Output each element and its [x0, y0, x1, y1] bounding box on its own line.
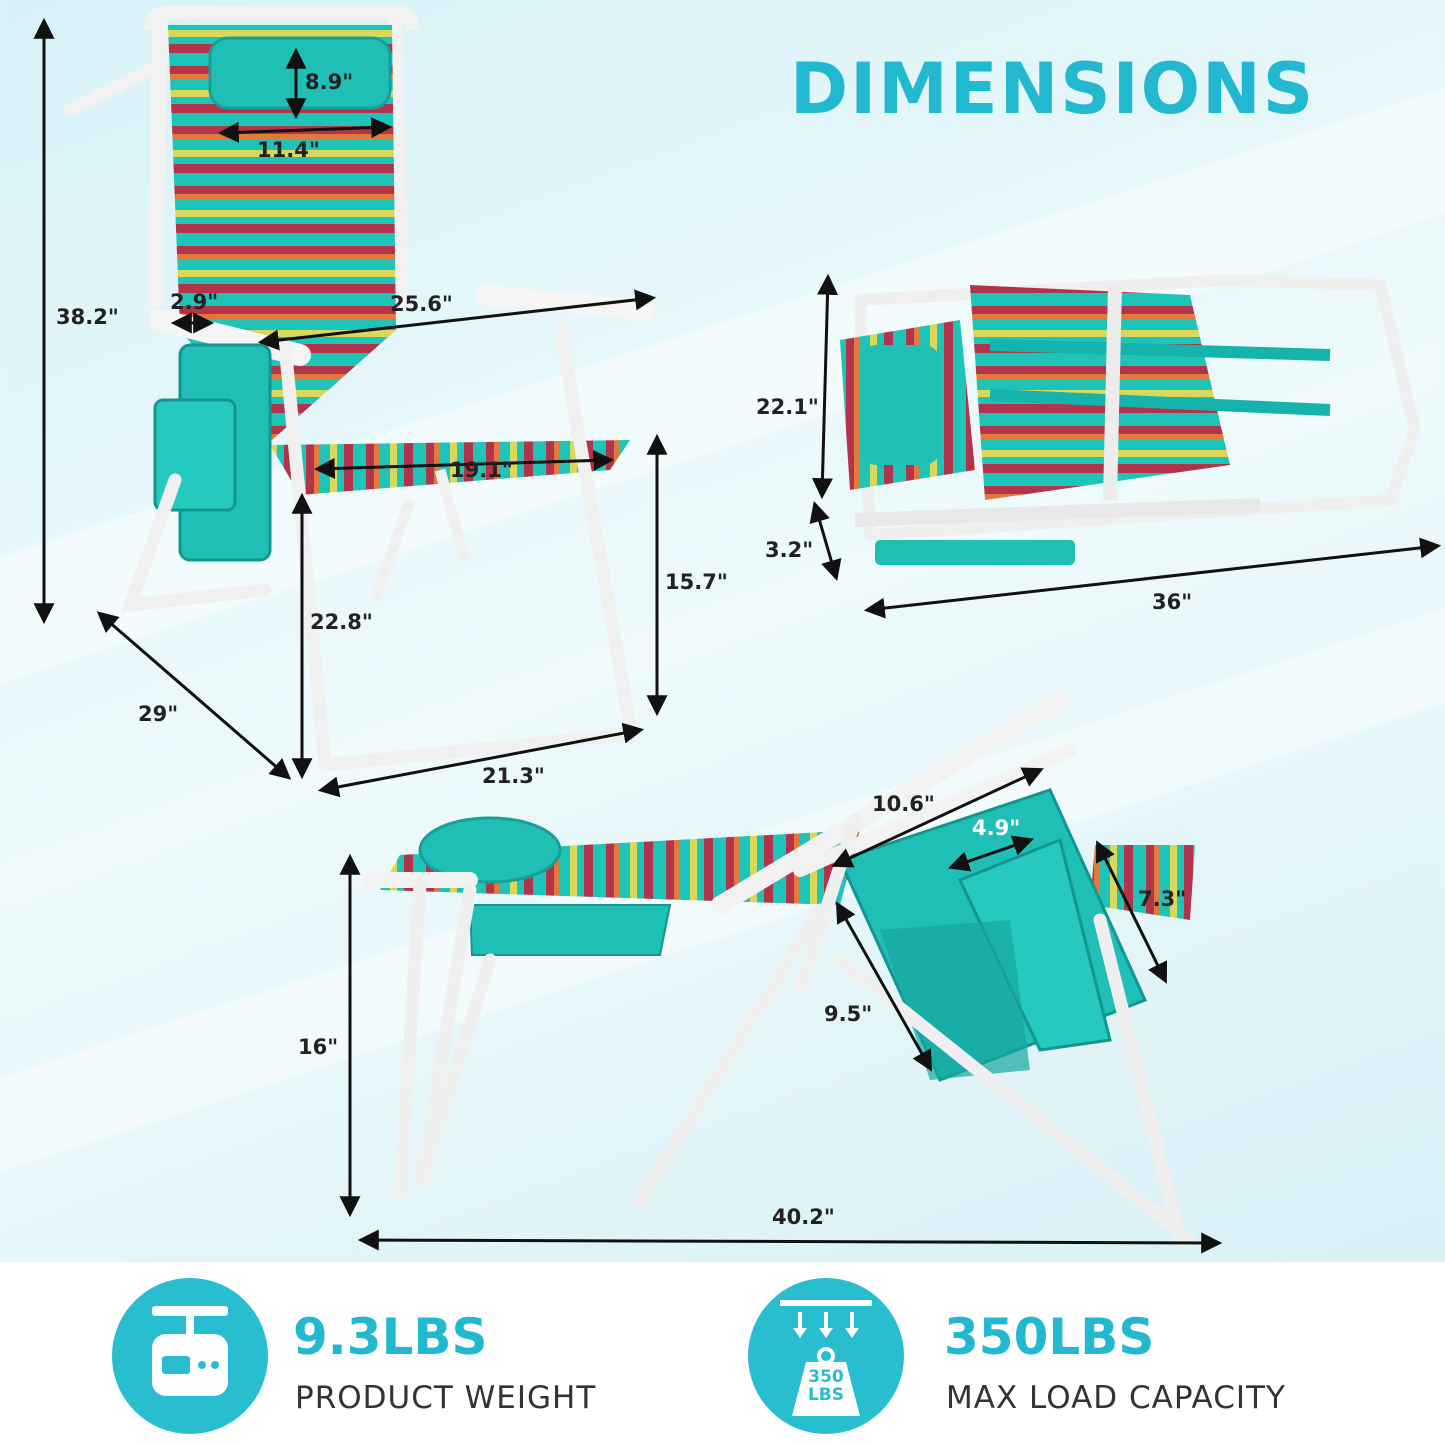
folded-chair	[840, 274, 1421, 565]
product-weight-label: PRODUCT WEIGHT	[295, 1380, 597, 1416]
upright-chair	[63, 4, 655, 772]
arm-height-label: 22.8"	[310, 610, 373, 634]
pouch-width-label: 10.6"	[872, 792, 935, 816]
armrest-width-label: 2.9"	[170, 290, 219, 314]
height-total-label: 38.2"	[56, 305, 119, 329]
pouch-height-label: 9.5"	[824, 1002, 873, 1026]
reclined-length-label: 40.2"	[772, 1205, 835, 1229]
pocket-width-label: 4.9"	[972, 816, 1021, 840]
max-load-value: 350LBS	[944, 1308, 1155, 1366]
pillow-height-label: 8.9"	[305, 70, 354, 94]
outer-width-label: 25.6"	[390, 292, 453, 316]
product-weight-value: 9.3LBS	[293, 1308, 488, 1366]
load-badge-text: 350 LBS	[807, 1367, 845, 1405]
max-load-label: MAX LOAD CAPACITY	[946, 1380, 1286, 1416]
weight-load-icon: 350 LBS	[748, 1278, 904, 1434]
reclined-height-label: 16"	[298, 1035, 339, 1059]
pillow-width-label: 11.4"	[257, 138, 320, 162]
folded-length-label: 36"	[1152, 590, 1193, 614]
dimension-arrows	[33, 17, 1442, 1254]
scale-icon	[112, 1278, 268, 1434]
folded-thickness-label: 3.2"	[765, 538, 814, 562]
base-width-label: 21.3"	[482, 764, 545, 788]
reclined-arm-height-label: 7.3"	[1138, 887, 1187, 911]
folded-height-label: 22.1"	[756, 395, 819, 419]
page-title: DIMENSIONS	[790, 48, 1316, 130]
seat-height-label: 15.7"	[665, 570, 728, 594]
stats-footer: 9.3LBS PRODUCT WEIGHT 350 LBS 350LBS MAX…	[0, 1262, 1445, 1445]
seat-depth-label: 19.1"	[450, 458, 513, 482]
product-illustrations	[33, 4, 1442, 1254]
depth-label: 29"	[138, 702, 179, 726]
